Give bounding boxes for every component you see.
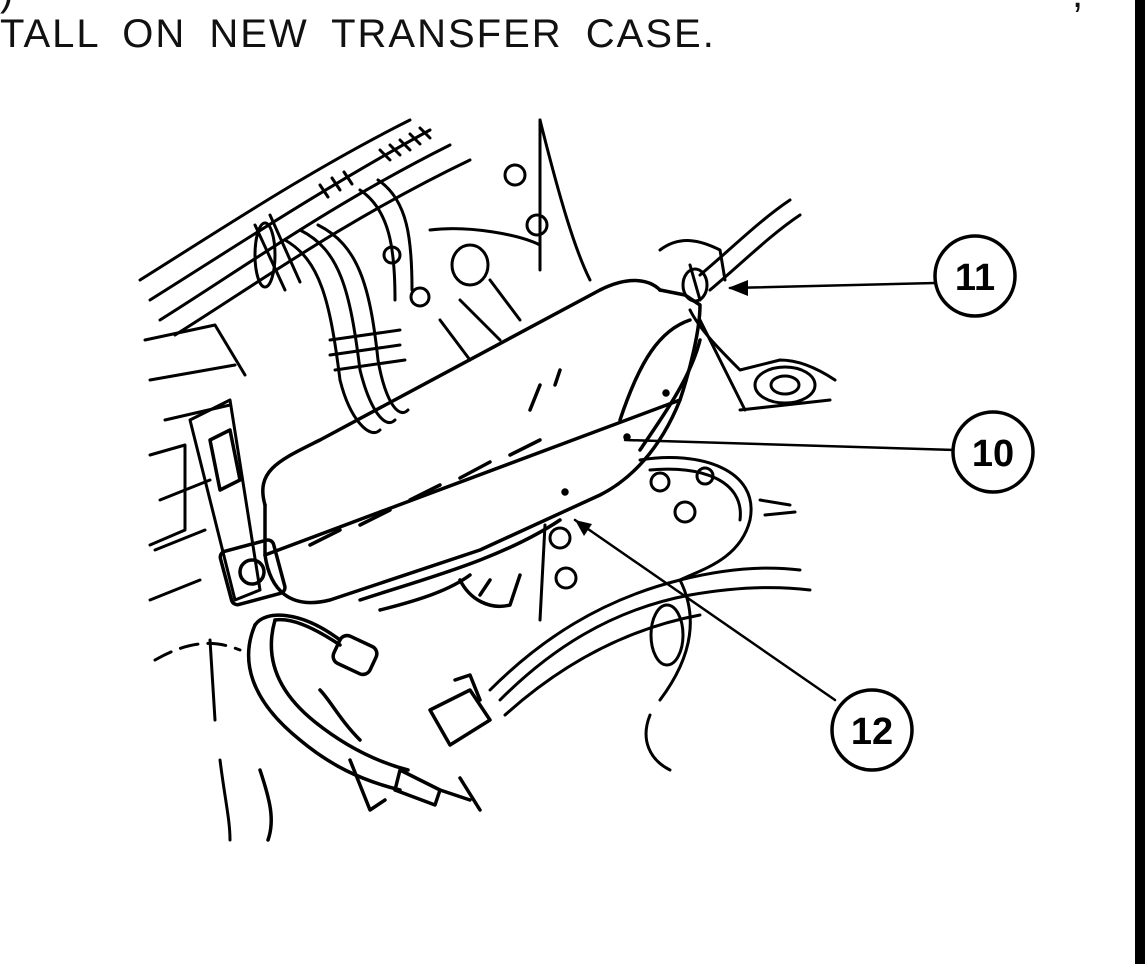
top-line-comma: , xyxy=(1072,0,1083,17)
transfer-case-body xyxy=(382,118,715,622)
instruction-text: TALL ON NEW TRANSFER CASE. xyxy=(0,12,716,56)
left-frame xyxy=(143,323,262,842)
callout-11: 11 xyxy=(933,234,1017,318)
transfer-case-cover xyxy=(261,278,702,612)
callout-12: 12 xyxy=(830,688,914,772)
mounting-bracket xyxy=(658,239,837,412)
wiring-harness xyxy=(138,118,472,434)
svg-text:10: 10 xyxy=(972,433,1014,475)
page-edge-rule xyxy=(1135,0,1145,964)
leader-lines xyxy=(573,281,957,702)
hose-assembly xyxy=(488,456,812,772)
svg-text:11: 11 xyxy=(955,257,995,299)
top-line-fragment: ) xyxy=(0,0,16,15)
leader-arrowheads xyxy=(575,280,748,536)
vent-line xyxy=(681,198,802,303)
leader-line-11 xyxy=(728,281,937,290)
lower-hose-loop xyxy=(208,428,522,842)
leader-line-10 xyxy=(623,438,957,452)
leader-line-12 xyxy=(573,518,837,702)
callout-10: 10 xyxy=(951,410,1035,494)
svg-text:12: 12 xyxy=(851,711,893,753)
